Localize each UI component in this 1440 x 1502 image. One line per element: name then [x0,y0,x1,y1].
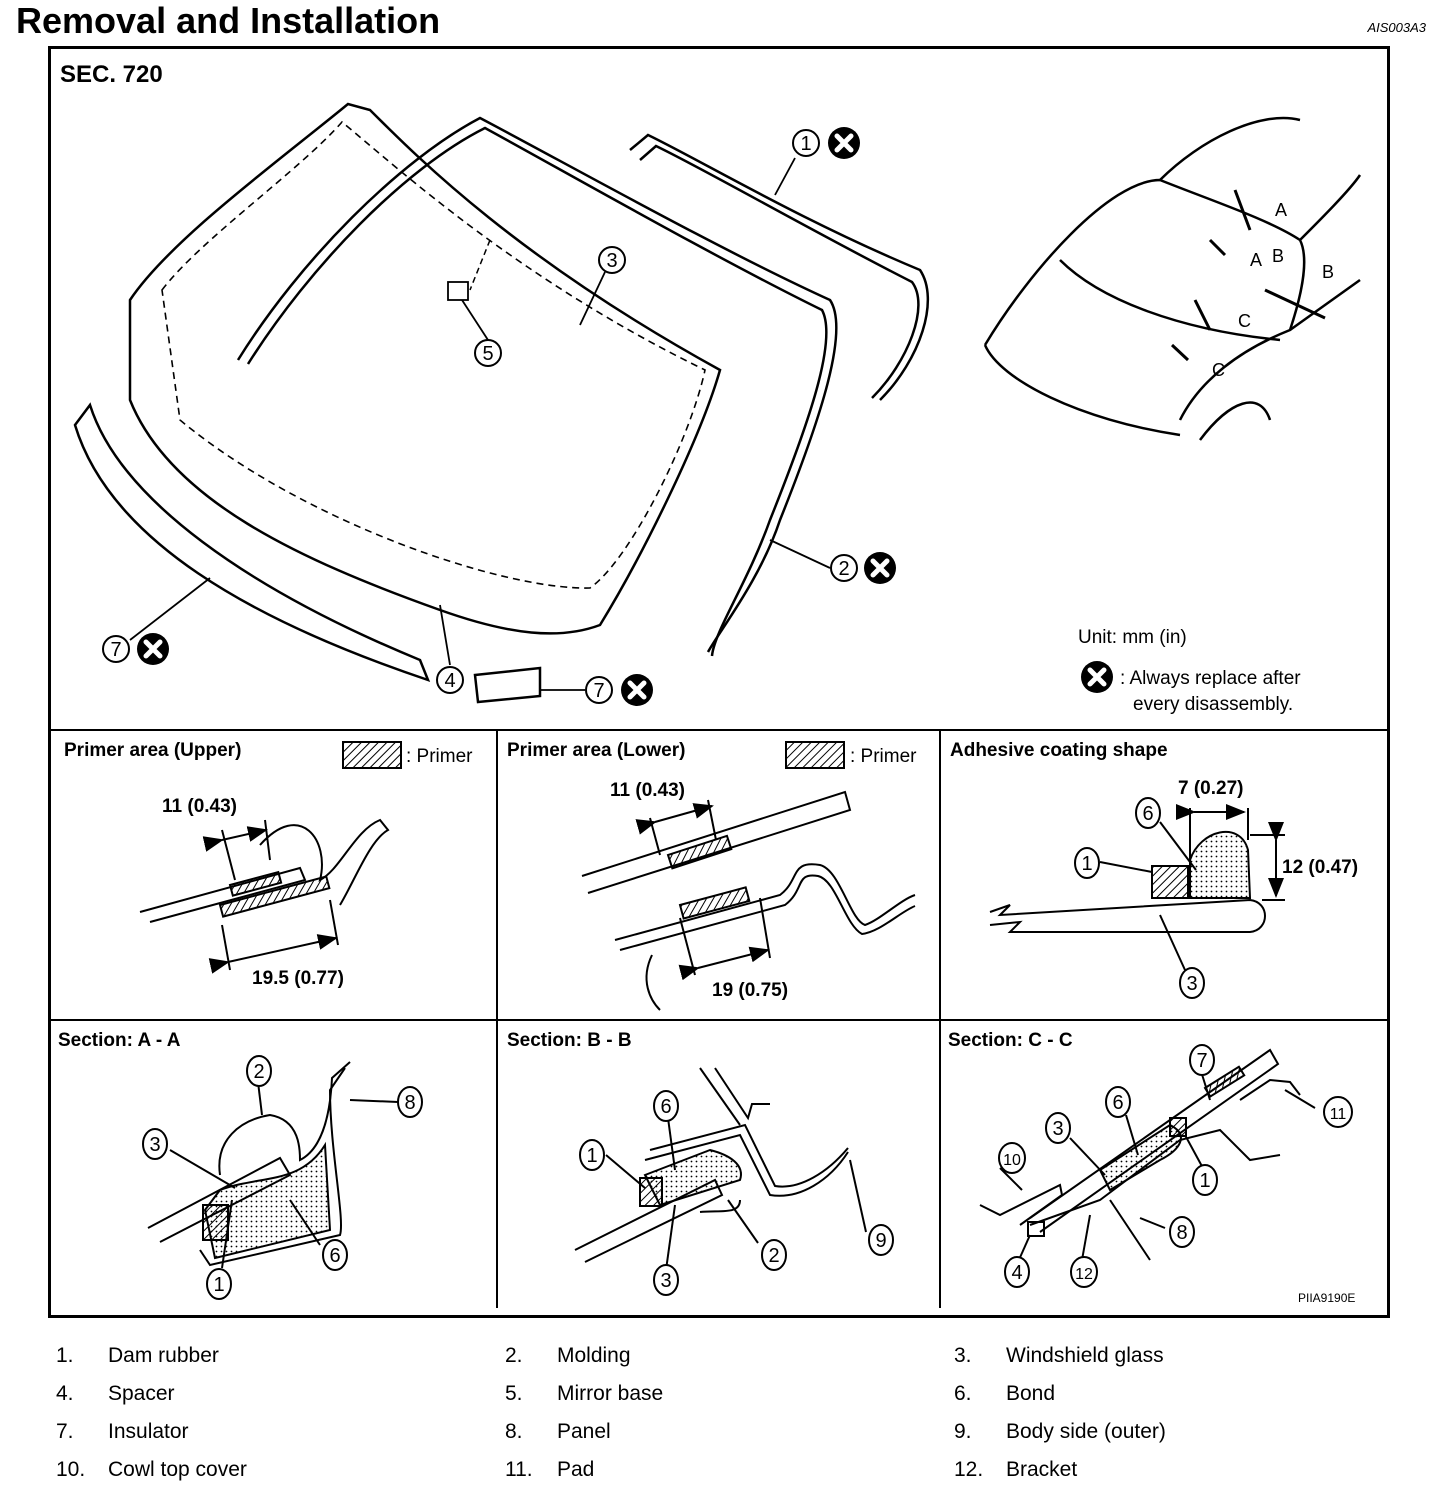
windshield-glass [128,102,722,635]
callout-3-sec-a: 3 [149,1134,160,1156]
diagram-frame [48,46,1390,1318]
adhesive-dim1: 7 (0.27) [1178,778,1243,799]
primer-upper-dim1: 11 (0.43) [162,796,237,817]
callout-4-sec-c: 4 [1011,1262,1022,1284]
callout-10-sec-c: 10 [1003,1152,1021,1169]
adhesive-title: Adhesive coating shape [950,740,1168,761]
vehicle-view [983,116,1362,441]
primer-swatch [785,741,845,769]
primer-upper-dim2: 19.5 (0.77) [252,968,344,989]
mark-c-1: C [1238,311,1251,331]
callout-6-sec-a: 6 [329,1245,340,1267]
primer-upper-title: Primer area (Upper) [64,740,241,761]
replace-icon [864,552,896,584]
dam-rubber [629,133,929,401]
callout-7-sec-c: 7 [1196,1050,1207,1072]
replace-icon [137,633,169,665]
callout-2-main: 2 [838,558,849,580]
mark-a-2: A [1250,250,1262,270]
primer-swatch [342,741,402,769]
callout-2-sec-a: 2 [253,1061,264,1083]
document-code: AIS003A3 [1367,20,1426,35]
callout-12-sec-c: 12 [1075,1266,1093,1283]
callout-2-sec-b: 2 [768,1245,779,1267]
section-markers [1170,189,1326,362]
callout-8-sec-c: 8 [1176,1222,1187,1244]
callout-3-sec-b: 3 [660,1270,671,1292]
primer-legend-label: : Primer [406,746,473,767]
callout-7-main-right: 7 [593,680,604,702]
primer-lower-title: Primer area (Lower) [507,740,685,761]
callout-5-main: 5 [482,343,493,365]
mark-b-1: B [1272,246,1284,266]
unit-note: Unit: mm (in) [1078,627,1187,648]
primer-legend-label: : Primer [850,746,917,767]
callout-3-main: 3 [606,250,617,272]
callout-11-sec-c: 11 [1330,1106,1347,1123]
callout-3-sec-c: 3 [1052,1118,1063,1140]
diagram: SEC. 720 A A B B C [50,61,1388,1308]
primer-lower-dim2: 19 (0.75) [712,980,788,1001]
callout-1-sec-b: 1 [586,1145,597,1167]
callout-1-sec-a: 1 [213,1274,224,1296]
mark-b-2: B [1322,262,1334,282]
callout-6-adhesive: 6 [1142,803,1153,825]
callout-6-sec-b: 6 [660,1096,671,1118]
section-c-title: Section: C - C [948,1030,1073,1051]
callout-9-sec-b: 9 [875,1230,886,1252]
molding-upper [236,116,838,657]
callout-4-main: 4 [444,670,455,692]
callout-1-adhesive: 1 [1081,853,1092,875]
page-title: Removal and Installation [16,0,441,41]
mark-c-2: C [1212,360,1225,380]
adhesive-dim2: 12 (0.47) [1282,857,1358,878]
mark-a-1: A [1275,200,1287,220]
insulator-lower [73,402,542,704]
replace-icon [621,674,653,706]
primer-lower-dim1: 11 (0.43) [610,780,685,801]
callout-8-sec-a: 8 [404,1092,415,1114]
replace-note-line1: : Always replace after [1120,668,1301,689]
section-b-title: Section: B - B [507,1030,632,1051]
callout-1-sec-c: 1 [1199,1170,1210,1192]
replace-icon [1081,661,1113,693]
callout-3-adhesive: 3 [1186,973,1197,995]
replace-icon [828,127,860,159]
callout-1-main: 1 [800,133,811,155]
callout-7-main-left: 7 [110,639,121,661]
section-label: SEC. 720 [60,61,163,88]
replace-note-line2: every disassembly. [1133,694,1293,715]
callout-6-sec-c: 6 [1112,1092,1123,1114]
figure-code: PIIA9190E [1298,1291,1355,1305]
section-a-title: Section: A - A [58,1030,181,1051]
